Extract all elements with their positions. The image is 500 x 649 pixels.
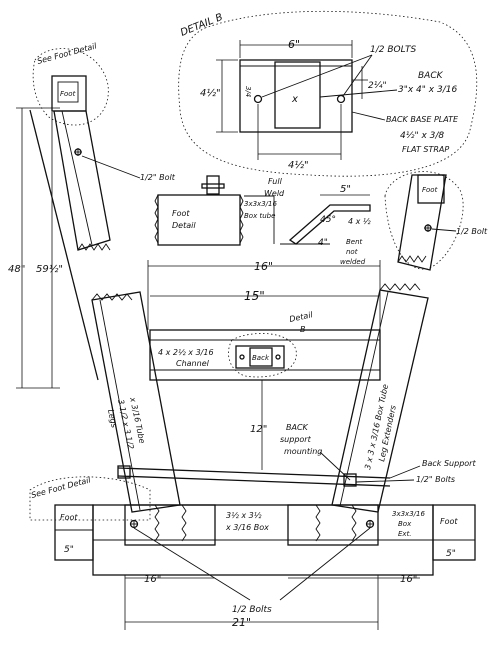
left-dim-59: 59½" (36, 263, 63, 275)
center-dim-16: 16" (254, 260, 273, 273)
left-bolt-label: 1/2" Bolt (140, 173, 176, 182)
left-lower-leg: 3 1/2 x 3 1/2 x 3/16 Tube Legs (91, 291, 181, 513)
foot-detail: Foot Detail 3x3x3/16 Box tube (154, 175, 277, 246)
weld-bent-2: not (346, 248, 358, 256)
support-3: mounting (284, 447, 322, 456)
weld-bent-3: welded (340, 258, 366, 266)
bottom-base: See Foot Detail Foot 5" 3½ x 3½ x 3/16 B… (29, 475, 476, 630)
right-bolt-label: 1/2 Bolt (456, 227, 488, 236)
bottom-back-support: Back Support (422, 459, 476, 468)
detail-b-dim-4-5-v: 4½" (200, 87, 221, 99)
right-upper-leg: Foot 1/2 Bolt (384, 171, 488, 271)
detail-b-plate-3: FLAT STRAP (402, 145, 449, 154)
bottom-dim-21: 21" (232, 616, 251, 629)
box-tube-1: 3x3x3/16 (244, 200, 277, 208)
weld-bent-1: Bent (346, 238, 363, 246)
center-back: Back (252, 354, 270, 362)
bottom-foot-left: Foot (60, 513, 78, 522)
weld-dim-5: 5" (340, 184, 351, 195)
bottom-ext-1: 3x3x3/16 (392, 510, 425, 518)
weld-dim-4x1-2: 4 x ½ (348, 217, 371, 226)
bottom-ext-2: Box (398, 520, 412, 528)
left-tube-3: Legs (106, 409, 119, 429)
left-foot-label: Foot (60, 90, 76, 98)
bottom-dim-5-left: 5" (64, 545, 74, 555)
left-see-foot-detail: See Foot Detail (36, 41, 98, 66)
left-upper-leg: See Foot Detail Foot 1/2" Bolt (32, 41, 176, 251)
detail-b-plate-1: BACK BASE PLATE (386, 115, 459, 124)
center-dim-15: 15" (244, 289, 265, 303)
detail-b-dim-3-4: 3/4 (244, 86, 252, 97)
bottom-ext-3: Ext. (398, 530, 412, 538)
detail-b-back-2: 3"x 4" x 3/16 (398, 85, 457, 95)
weld-angle-45: 45° (320, 215, 336, 225)
detail-b-back-1: BACK (418, 71, 444, 81)
foot-detail-1: Foot (172, 209, 190, 218)
weld-dim-4: 4" (318, 238, 328, 248)
bottom-bolts: 1/2 Bolts (232, 605, 272, 615)
detail-b-plate-2: 4½" x 3/8 (400, 131, 444, 141)
detail-b-dim-6: 6" (288, 38, 300, 51)
box-tube-2: Box tube (244, 212, 275, 220)
detail-b-dim-2-1-4: 2¼" (368, 81, 387, 91)
support-2: support (280, 435, 312, 444)
right-foot-label: Foot (422, 186, 438, 194)
detail-b-x: x (291, 94, 298, 105)
back-support: Back Support 1/2" Bolts (117, 459, 476, 487)
channel-2: Channel (176, 359, 210, 368)
foot-detail-2: Detail (172, 221, 196, 230)
weld-full-2: Weld (264, 189, 285, 198)
center-dim-12: 12" (250, 424, 267, 435)
left-dim-48: 48" (8, 264, 25, 275)
bottom-dim-16-left: 16" (144, 574, 161, 585)
center-detail-b-1: Detail (289, 310, 315, 324)
detail-b-bolts: 1/2 BOLTS (370, 45, 417, 55)
detail-b-top: DETAIL B x 6" 4½" 4½" 3/4 2¼" 1/2 BOLTS (178, 10, 478, 177)
bottom-foot-right: Foot (440, 517, 458, 526)
detail-b-title: DETAIL B (179, 12, 225, 39)
bottom-dim-16-right: 16" (400, 574, 417, 585)
center-detail-b-2: B (300, 325, 306, 334)
support-1: BACK (286, 423, 309, 432)
center-frame: 16" 15" 4 x 2½ x 3/16 Channel Back Detai… (147, 260, 381, 481)
bottom-dim-5-right: 5" (446, 549, 456, 559)
weld-detail: Full Weld 5" 45° 4" 4 x ½ Bent not welde… (264, 177, 371, 266)
left-dims: 48" 59½" (8, 107, 99, 389)
channel-1: 4 x 2½ x 3/16 (158, 348, 214, 357)
weld-full-1: Full (268, 177, 283, 186)
bottom-bolts-right: 1/2" Bolts (416, 475, 455, 484)
detail-b-dim-4-5-h: 4½" (288, 159, 309, 171)
bottom-box-2: x 3/16 Box (225, 523, 269, 532)
bottom-box-1: 3½ x 3½ (226, 511, 262, 520)
